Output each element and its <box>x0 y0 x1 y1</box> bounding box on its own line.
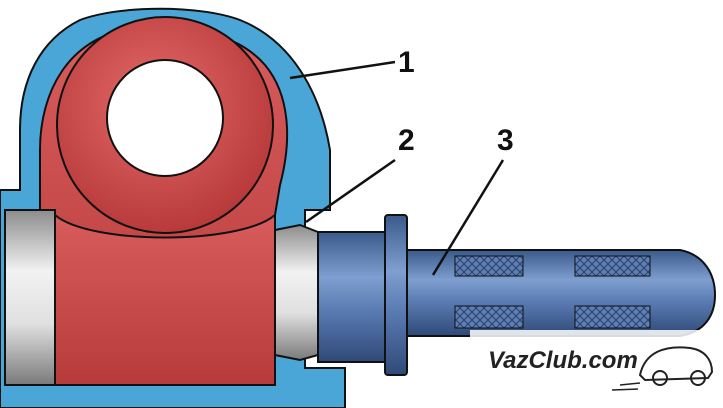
pin-shaft-base <box>317 231 389 363</box>
left-bushing <box>4 209 56 386</box>
lower-body <box>54 212 276 386</box>
watermark-backdrop <box>470 330 723 408</box>
leader-line-3 <box>431 159 505 276</box>
callout-label-3: 3 <box>497 124 514 157</box>
pin-body <box>406 249 717 337</box>
insert-bushing <box>274 223 319 362</box>
watermark-text: VazClub.com <box>488 347 638 374</box>
leader-line-1 <box>289 60 396 80</box>
knurl-band <box>454 305 524 329</box>
knurl-band <box>574 305 651 329</box>
car-logo-icon <box>611 346 714 391</box>
knurl-band <box>454 255 524 277</box>
knurl-band <box>574 255 651 277</box>
pin-collar <box>384 214 408 376</box>
leader-line-2 <box>305 158 396 224</box>
callout-label-1: 1 <box>398 46 415 79</box>
callout-label-2: 2 <box>398 124 415 157</box>
ball-hole <box>106 59 224 177</box>
